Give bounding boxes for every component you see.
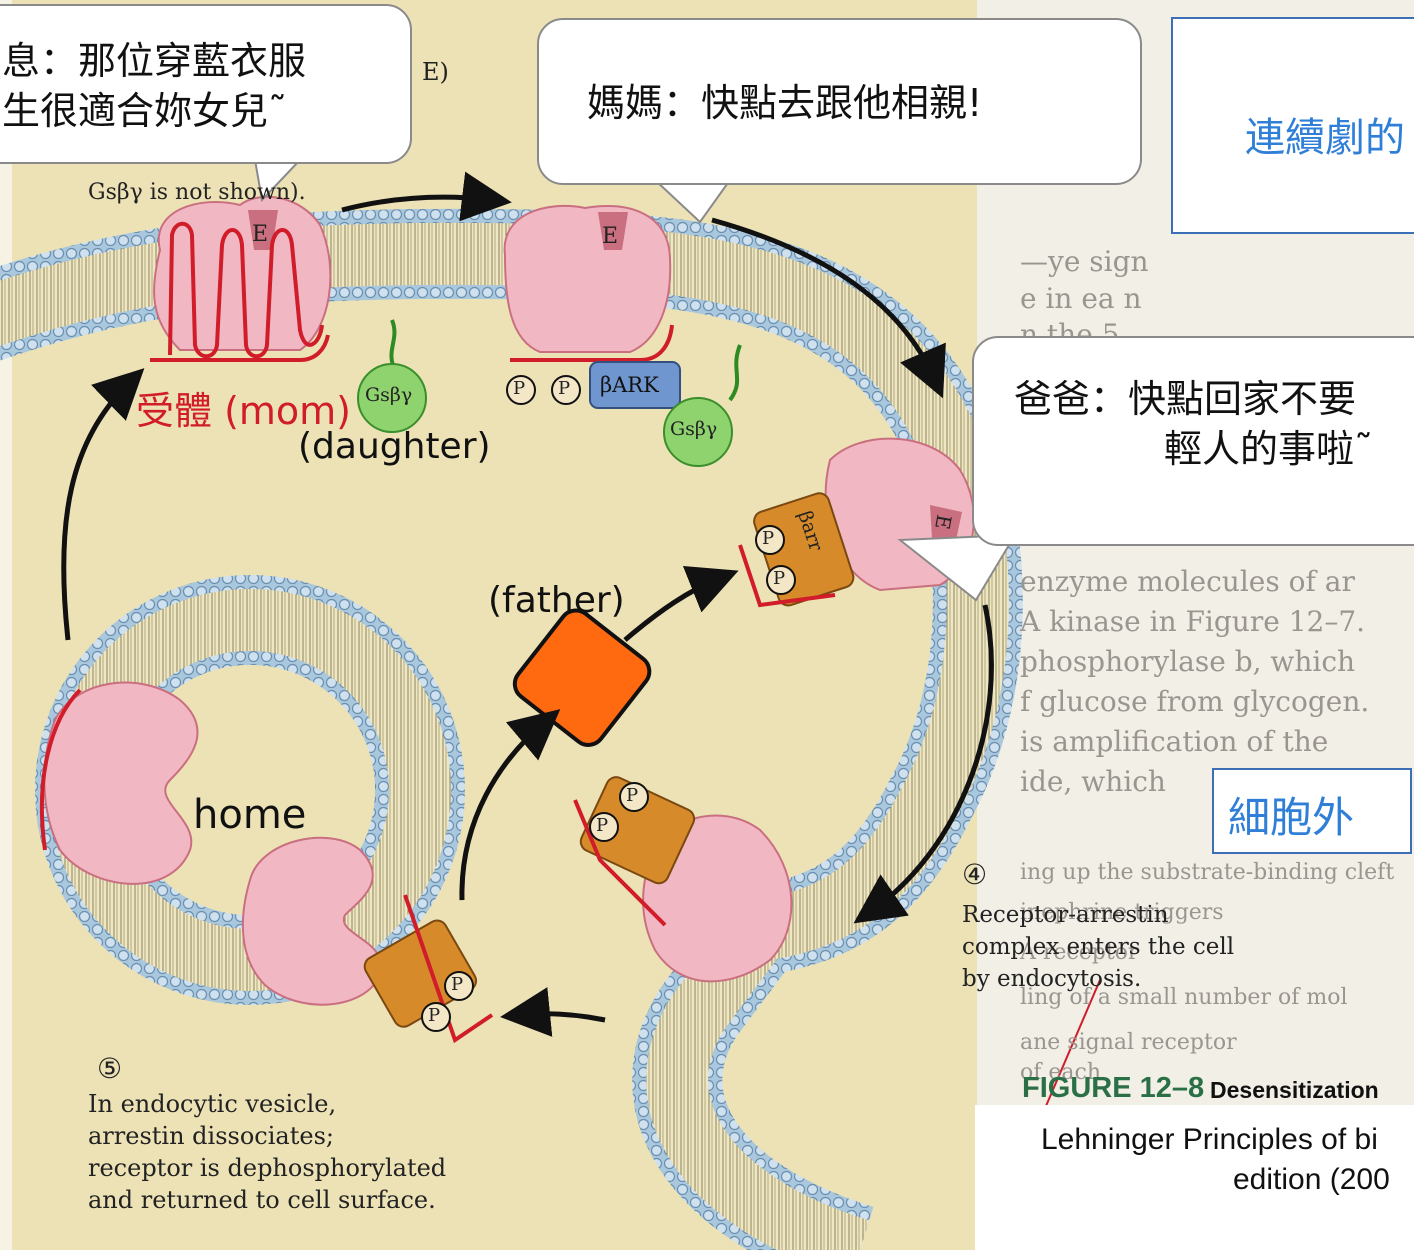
daughter-label: (daughter) (298, 426, 491, 467)
g-fragment-label: Gsβγ is not shown). (88, 180, 306, 205)
father-label: (father) (488, 580, 625, 621)
speech-bubble-father: 爸爸：快點回家不要 輕人的事啦˜ (972, 336, 1414, 546)
p-label-3: P (762, 528, 774, 549)
message-line-2: 生很適合妳女兒˜ (2, 86, 410, 136)
g-label-right: Gsβγ (670, 418, 717, 440)
step4-number: ④ (962, 858, 987, 891)
extracellular-label: 細胞外 (1228, 784, 1354, 845)
speech-bubble-message: 息：那位穿藍衣服 生很適合妳女兒˜ (0, 4, 412, 164)
bg-text-10: ing up the substrate-binding cleft (1020, 860, 1394, 885)
p-label-1: P (513, 378, 525, 399)
bg-text-14: ane signal receptor (1020, 1030, 1237, 1055)
bg-text-9: ide, which (1020, 765, 1166, 798)
extracellular-box: 細胞外 (1212, 768, 1412, 854)
p-label-6: P (596, 815, 608, 836)
p-label-7: P (451, 974, 463, 995)
series-box-text: 連續劇的 (1245, 105, 1405, 163)
step5-line-1: In endocytic vesicle, (88, 1090, 336, 1118)
p-label-4: P (773, 568, 785, 589)
father-line-2: 輕人的事啦˜ (1014, 424, 1414, 474)
message-line-1: 息：那位穿藍衣服 (2, 36, 410, 86)
bg-text-6: phosphorylase b, which (1020, 645, 1355, 678)
bg-text-2: e in ea n (1020, 282, 1142, 315)
bg-text-1: —ye sign (1020, 245, 1149, 278)
father-line-1: 爸爸：快點回家不要 (1014, 374, 1414, 424)
bg-text-4: enzyme molecules of ar (1020, 565, 1355, 598)
e-site-1: E (252, 222, 268, 247)
step4-line-3: by endocytosis. (962, 966, 1141, 992)
step5-line-3: receptor is dephosphorylated (88, 1154, 446, 1182)
step5-line-2: arrestin dissociates; (88, 1122, 334, 1150)
figure-number: FIGURE 12–8 (1022, 1072, 1204, 1105)
g-label-left: Gsβγ (365, 384, 412, 406)
step4-line-1: Receptor-arrestin (962, 902, 1169, 928)
bg-text-8: is amplification of the (1020, 725, 1328, 758)
e-fragment-label: E) (422, 58, 449, 86)
p-label-5: P (626, 785, 638, 806)
p-label-2: P (558, 378, 570, 399)
source-line-1: Lehninger Principles of bi (1041, 1123, 1378, 1157)
speech-bubble-mother: 媽媽：快點去跟他相親! (537, 18, 1142, 185)
step4-line-2: complex enters the cell (962, 934, 1234, 960)
step5-number: ⑤ (97, 1052, 122, 1085)
source-box: Lehninger Principles of bi edition (200 (975, 1105, 1414, 1250)
figure-title: Desensitization (1210, 1077, 1379, 1104)
bg-text-7: f glucose from glycogen. (1020, 685, 1369, 718)
source-line-2: edition (200 (1233, 1163, 1390, 1197)
bg-text-5: A kinase in Figure 12–7. (1020, 605, 1365, 638)
p-label-8: P (428, 1005, 440, 1026)
e-site-2: E (602, 224, 618, 249)
step5-line-4: and returned to cell surface. (88, 1186, 436, 1214)
mother-line: 媽媽：快點去跟他相親! (587, 78, 1140, 128)
bark-label: βARK (600, 373, 659, 397)
home-label: home (193, 792, 306, 838)
receptor-mom (150, 197, 330, 360)
